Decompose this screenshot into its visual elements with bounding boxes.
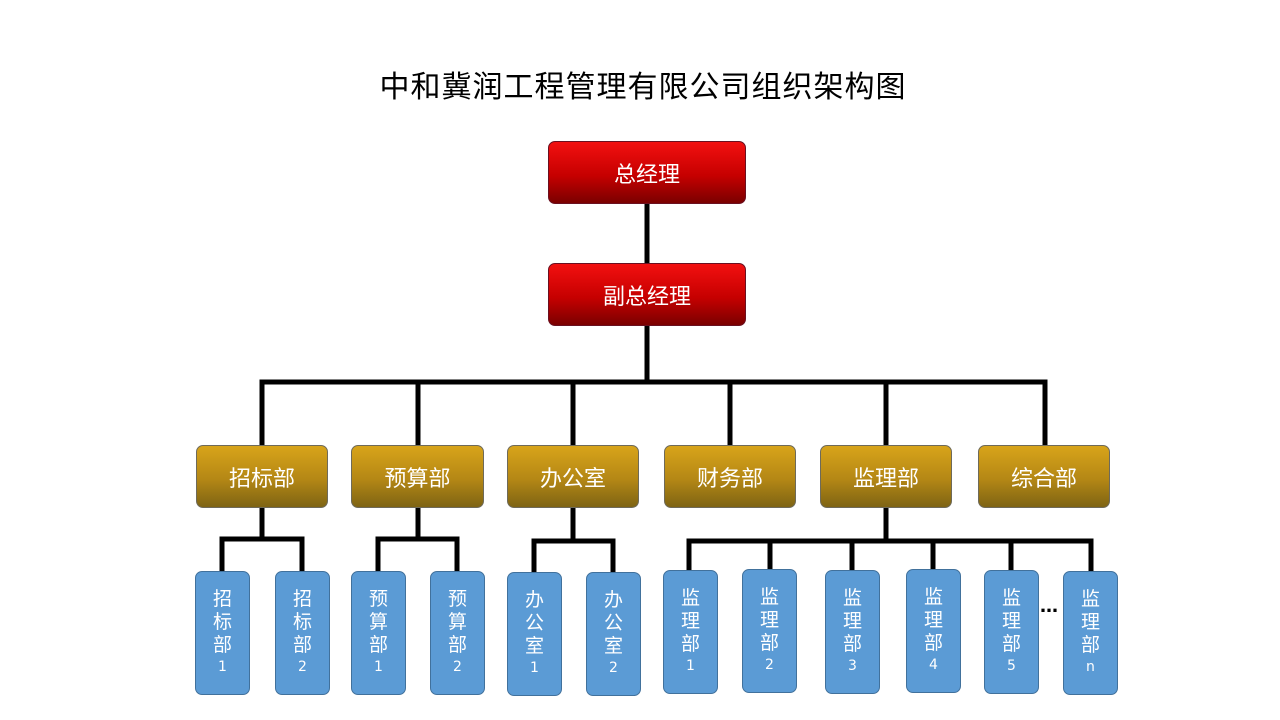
sub-unit-char: 部 — [447, 634, 467, 656]
department-node[interactable]: 财务部 — [664, 445, 796, 508]
sub-unit-char: 理 — [680, 610, 700, 632]
sub-unit-char: 标 — [292, 611, 312, 633]
department-node[interactable]: 综合部 — [978, 445, 1110, 508]
sub-unit-char: 监 — [680, 587, 700, 609]
sub-unit-node[interactable]: 招 标 部 2 — [275, 571, 330, 695]
general-manager-node[interactable]: 总经理 — [548, 141, 746, 204]
sub-unit-node[interactable]: 办 公 室 2 — [586, 572, 641, 696]
sub-unit-char: 标 — [212, 611, 232, 633]
sub-unit-node[interactable]: 监 理 部 3 — [825, 570, 880, 694]
department-node[interactable]: 监理部 — [820, 445, 952, 508]
sub-unit-node[interactable]: 预 算 部 2 — [430, 571, 485, 695]
sub-unit-char: 办 — [603, 589, 623, 611]
sub-unit-char: 公 — [603, 612, 623, 634]
sub-unit-char: 理 — [1080, 611, 1100, 633]
sub-unit-char: 部 — [680, 633, 700, 655]
sub-unit-number: 1 — [530, 660, 539, 676]
sub-unit-number: 1 — [686, 658, 695, 674]
sub-unit-node[interactable]: 监 理 部 1 — [663, 570, 718, 694]
sub-unit-number: 2 — [298, 659, 307, 675]
sub-unit-char: 算 — [447, 611, 467, 633]
sub-unit-number: 2 — [765, 657, 774, 673]
sub-unit-number: 2 — [453, 659, 462, 675]
department-node[interactable]: 招标部 — [196, 445, 328, 508]
department-label: 监理部 — [852, 466, 919, 492]
department-node[interactable]: 预算部 — [351, 445, 484, 508]
sub-unit-char: 监 — [759, 586, 779, 608]
sub-unit-char: 理 — [842, 610, 862, 632]
sub-unit-node[interactable]: 监 理 部 n — [1063, 571, 1118, 695]
chart-title: 中和冀润工程管理有限公司组织架构图 — [379, 70, 907, 105]
sub-unit-number: 4 — [929, 657, 938, 673]
sub-unit-char: 部 — [1080, 634, 1100, 656]
sub-unit-number: 3 — [848, 658, 857, 674]
sub-unit-node[interactable]: 办 公 室 1 — [507, 572, 562, 696]
sub-unit-char: 部 — [292, 634, 312, 656]
sub-unit-node[interactable]: 监 理 部 2 — [742, 569, 797, 693]
deputy-general-manager-label: 副总经理 — [602, 284, 691, 310]
department-label: 预算部 — [384, 466, 451, 492]
sub-unit-char: 办 — [524, 589, 544, 611]
department-label: 招标部 — [228, 466, 295, 492]
sub-unit-char: 理 — [1001, 610, 1021, 632]
sub-unit-char: 部 — [923, 632, 943, 654]
deputy-general-manager-node[interactable]: 副总经理 — [548, 263, 746, 326]
sub-unit-char: 部 — [759, 632, 779, 654]
sub-unit-char: 预 — [368, 588, 388, 610]
sub-unit-char: 部 — [212, 634, 232, 656]
sub-unit-node[interactable]: 监 理 部 4 — [906, 569, 961, 693]
sub-unit-char: 监 — [1001, 587, 1021, 609]
sub-unit-char: 部 — [368, 634, 388, 656]
sub-unit-number: 5 — [1007, 658, 1016, 674]
sub-unit-node[interactable]: 预 算 部 1 — [351, 571, 406, 695]
sub-unit-number: n — [1086, 659, 1095, 675]
department-label: 综合部 — [1010, 466, 1077, 492]
department-label: 办公室 — [539, 466, 606, 492]
department-label: 财务部 — [696, 466, 763, 492]
sub-unit-char: 监 — [1080, 588, 1100, 610]
sub-unit-char: 部 — [1001, 633, 1021, 655]
sub-unit-node[interactable]: 监 理 部 5 — [984, 570, 1039, 694]
sub-unit-char: 监 — [923, 586, 943, 608]
sub-unit-char: 预 — [447, 588, 467, 610]
general-manager-label: 总经理 — [613, 162, 680, 188]
sub-unit-char: 公 — [524, 612, 544, 634]
sub-unit-number: 1 — [218, 659, 227, 675]
sub-unit-number: 2 — [609, 660, 618, 676]
sub-unit-char: 算 — [368, 611, 388, 633]
department-node[interactable]: 办公室 — [507, 445, 639, 508]
sub-unit-char: 室 — [524, 635, 544, 657]
sub-unit-char: 监 — [842, 587, 862, 609]
more-units-ellipsis: … — [1040, 596, 1058, 617]
sub-unit-char: 理 — [759, 609, 779, 631]
sub-unit-char: 招 — [292, 588, 312, 610]
sub-unit-char: 理 — [923, 609, 943, 631]
sub-unit-char: 部 — [842, 633, 862, 655]
sub-unit-char: 招 — [212, 588, 232, 610]
sub-unit-node[interactable]: 招 标 部 1 — [195, 571, 250, 695]
sub-unit-char: 室 — [603, 635, 623, 657]
sub-unit-number: 1 — [374, 659, 383, 675]
